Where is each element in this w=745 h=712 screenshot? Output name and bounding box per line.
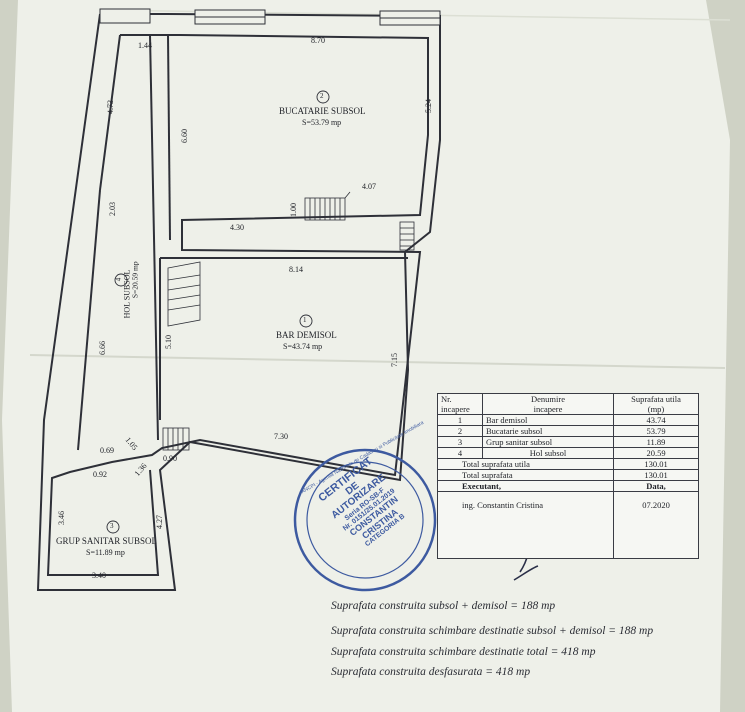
authorization-stamp	[293, 448, 437, 592]
room-4-number: 4	[114, 277, 123, 282]
corridor-wall	[149, 34, 159, 441]
table-row: 3 Grup sanitar subsol 11.89	[437, 436, 699, 448]
inner-wall	[46, 34, 429, 576]
stairs-right	[399, 221, 415, 251]
dim-8-70: 8.70	[311, 36, 325, 45]
room-circle-2	[316, 90, 330, 104]
room-circle-3	[106, 520, 120, 534]
corridor-wall	[77, 189, 101, 451]
room-1-number: 1	[303, 316, 307, 324]
summary-line: Suprafata construita schimbare destinati…	[331, 625, 654, 637]
room-3-name: GRUP SANITAR SUBSOL	[56, 536, 157, 546]
dim-4-30: 4.30	[230, 223, 244, 232]
window	[99, 8, 151, 24]
summary-line: Suprafata construita subsol + demisol = …	[331, 600, 556, 612]
dim-8-14: 8.14	[289, 265, 303, 274]
table-executant-row: Executant, Data,	[437, 480, 699, 492]
header-area: Suprafata utila (mp)	[613, 393, 699, 415]
room-3-number: 3	[110, 522, 114, 530]
table-header: Nr. incapere Denumire incapere Suprafata…	[437, 393, 699, 415]
room-2-number: 2	[320, 92, 324, 100]
dim-2-03: 2.03	[108, 202, 117, 216]
dim-7-30: 7.30	[274, 432, 288, 441]
summary-line: Suprafata construita desfasurata = 418 m…	[331, 666, 531, 678]
room-1-name: BAR DEMISOL	[276, 330, 337, 340]
dim-4-73: 4.73	[106, 100, 115, 114]
dim-0-69: 0.69	[100, 446, 114, 455]
dim-1-00: 1.00	[289, 203, 298, 217]
summary-line: Suprafata construita schimbare destinati…	[331, 646, 596, 658]
floor-plan	[36, 13, 441, 591]
top-windows	[99, 8, 441, 26]
room-2-area: S=53.79 mp	[302, 118, 342, 127]
room-2-name: BUCATARIE SUBSOL	[279, 106, 366, 116]
table-row: 1 Bar demisol 43.74	[437, 414, 699, 426]
fold-line	[29, 354, 726, 369]
header-name: Denumire incapere	[482, 393, 614, 415]
table-total-row: Total suprafata utila 130.01	[437, 458, 699, 470]
room-3-area: S=11.89 mp	[86, 548, 125, 557]
header-nr: Nr. incapere	[437, 393, 483, 415]
room-4-area: S=20.59 mp	[130, 261, 140, 299]
dim-5-24: 5.24	[424, 99, 433, 113]
dim-0-90: 0.90	[163, 454, 177, 463]
dim-7-15: 7.15	[390, 353, 399, 367]
room-markers	[106, 90, 330, 534]
stairs-bar	[167, 261, 201, 327]
corridor-wall	[167, 34, 171, 241]
room-circle-1	[299, 314, 313, 328]
area-table: Nr. incapere Denumire incapere Suprafata…	[437, 393, 699, 559]
dim-0-92: 0.92	[93, 470, 107, 479]
room-circle-4	[114, 273, 128, 287]
dim-3-46: 3.46	[57, 511, 66, 525]
table-row: 4 Hol subsol 20.59	[437, 447, 699, 459]
dim-1-44: 1.44	[138, 41, 152, 50]
table-total-row: Total suprafata 130.01	[437, 469, 699, 481]
dim-3-40: 3.40	[92, 571, 106, 580]
stairs-upper	[304, 191, 351, 221]
dim-4-07: 4.07	[362, 182, 376, 191]
stairs-lower	[162, 427, 190, 451]
room-1-area: S=43.74 mp	[283, 342, 323, 351]
corridor-wall	[99, 34, 121, 191]
table-row: 2 Bucatarie subsol 53.79	[437, 425, 699, 437]
outer-wall	[36, 13, 441, 591]
table-signature-row: ing. Constantin Cristina 07.2020	[437, 491, 699, 559]
dim-6-66: 6.66	[98, 341, 107, 355]
dim-4-27: 4.27	[155, 515, 164, 529]
dim-6-60: 6.60	[180, 129, 189, 143]
dim-5-10: 5.10	[164, 335, 173, 349]
